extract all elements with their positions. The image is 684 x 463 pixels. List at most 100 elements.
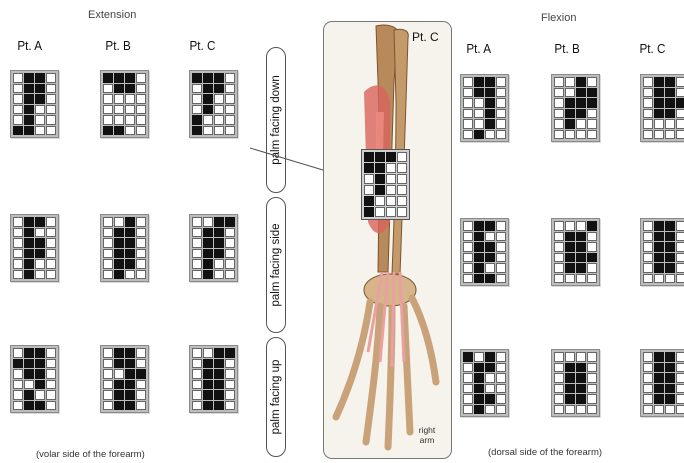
pattern-cell-empty xyxy=(214,104,224,114)
pattern-cell-filled xyxy=(35,248,45,258)
pattern-cell-filled xyxy=(654,231,664,241)
pattern-cell-empty xyxy=(463,129,473,139)
pattern-cell-empty xyxy=(103,269,113,279)
pattern-cell-filled xyxy=(203,248,213,258)
pattern-cell-filled xyxy=(565,373,575,383)
flexion-grid-up-pt-b xyxy=(551,349,600,417)
pattern-cell-empty xyxy=(587,362,597,372)
pattern-cell-filled xyxy=(474,87,484,97)
pattern-cell-filled xyxy=(587,221,597,231)
pattern-cell-empty xyxy=(225,83,235,93)
orientation-pill-down: palm facing down xyxy=(266,47,286,193)
pattern-cell-empty xyxy=(643,87,653,97)
pattern-cell-filled xyxy=(565,108,575,118)
pattern-cell-empty xyxy=(676,352,684,362)
pattern-cell-filled xyxy=(576,108,586,118)
pattern-cell-empty xyxy=(496,119,506,129)
pattern-cell-empty xyxy=(386,196,396,206)
pattern-cell-filled xyxy=(386,152,396,162)
pattern-cell-empty xyxy=(676,383,684,393)
pattern-cell-empty xyxy=(496,77,506,87)
flexion-grid-side-pt-b xyxy=(551,218,600,286)
pattern-cell-empty xyxy=(192,83,202,93)
pattern-cell-empty xyxy=(225,115,235,125)
pattern-cell-empty xyxy=(643,77,653,87)
pattern-cell-empty xyxy=(136,248,146,258)
pattern-cell-empty xyxy=(214,94,224,104)
pattern-cell-empty xyxy=(225,238,235,248)
pattern-cell-empty xyxy=(463,87,473,97)
pattern-cell-filled xyxy=(24,269,34,279)
pattern-cell-empty xyxy=(13,83,23,93)
pattern-cell-filled xyxy=(654,87,664,97)
extension-grid-side-pt-b xyxy=(100,214,149,282)
pattern-cell-empty xyxy=(554,352,564,362)
flexion-grid-up-pt-c xyxy=(640,349,684,417)
pattern-cell-filled xyxy=(463,352,473,362)
pattern-cell-empty xyxy=(46,217,56,227)
pattern-cell-empty xyxy=(474,119,484,129)
pattern-cell-empty xyxy=(463,263,473,273)
pattern-cell-empty xyxy=(643,252,653,262)
pattern-cell-filled xyxy=(13,358,23,368)
pattern-cell-empty xyxy=(375,207,385,217)
pattern-cell-empty xyxy=(554,373,564,383)
pattern-cell-empty xyxy=(587,119,597,129)
pattern-cell-filled xyxy=(35,83,45,93)
pattern-cell-filled xyxy=(485,119,495,129)
pattern-cell-filled xyxy=(665,394,675,404)
pattern-cell-empty xyxy=(46,379,56,389)
pattern-cell-filled xyxy=(474,231,484,241)
pattern-cell-filled xyxy=(24,400,34,410)
pattern-cell-empty xyxy=(654,129,664,139)
pattern-cell-empty xyxy=(125,104,135,114)
pattern-cell-filled xyxy=(214,227,224,237)
pattern-cell-empty xyxy=(643,108,653,118)
pattern-cell-empty xyxy=(496,98,506,108)
pattern-cell-filled xyxy=(24,83,34,93)
pattern-cell-filled xyxy=(665,77,675,87)
pattern-cell-empty xyxy=(576,129,586,139)
pattern-cell-empty xyxy=(665,119,675,129)
pattern-cell-empty xyxy=(665,129,675,139)
pattern-cell-filled xyxy=(474,362,484,372)
pattern-cell-filled xyxy=(192,73,202,83)
pattern-cell-filled xyxy=(214,217,224,227)
pattern-cell-filled xyxy=(125,238,135,248)
pattern-cell-empty xyxy=(676,373,684,383)
pattern-cell-filled xyxy=(203,379,213,389)
pattern-cell-empty xyxy=(554,108,564,118)
pattern-cell-filled xyxy=(375,185,385,195)
pattern-cell-empty xyxy=(463,77,473,87)
pattern-cell-empty xyxy=(676,362,684,372)
pattern-cell-empty xyxy=(463,221,473,231)
pattern-cell-empty xyxy=(192,369,202,379)
pattern-cell-empty xyxy=(192,259,202,269)
arm-side-line2: arm xyxy=(419,435,435,445)
pattern-cell-empty xyxy=(643,263,653,273)
orientation-pill-side: palm facing side xyxy=(266,197,286,333)
pattern-cell-filled xyxy=(587,98,597,108)
pattern-cell-filled xyxy=(474,383,484,393)
pattern-cell-empty xyxy=(554,362,564,372)
pattern-cell-filled xyxy=(654,252,664,262)
pattern-cell-empty xyxy=(225,358,235,368)
pattern-cell-empty xyxy=(46,390,56,400)
pattern-cell-filled xyxy=(474,404,484,414)
pattern-cell-filled xyxy=(24,94,34,104)
pattern-cell-filled xyxy=(676,98,684,108)
pattern-cell-filled xyxy=(654,98,664,108)
pattern-cell-empty xyxy=(46,238,56,248)
pattern-cell-filled xyxy=(114,348,124,358)
pattern-cell-empty xyxy=(46,348,56,358)
pattern-cell-empty xyxy=(114,104,124,114)
pattern-cell-empty xyxy=(554,231,564,241)
pattern-cell-empty xyxy=(676,77,684,87)
orientation-label-down: palm facing down xyxy=(270,75,282,165)
pattern-cell-empty xyxy=(643,119,653,129)
pattern-cell-filled xyxy=(203,83,213,93)
pattern-cell-empty xyxy=(386,174,396,184)
pattern-cell-empty xyxy=(587,77,597,87)
pattern-cell-empty xyxy=(136,115,146,125)
pattern-cell-empty xyxy=(375,196,385,206)
